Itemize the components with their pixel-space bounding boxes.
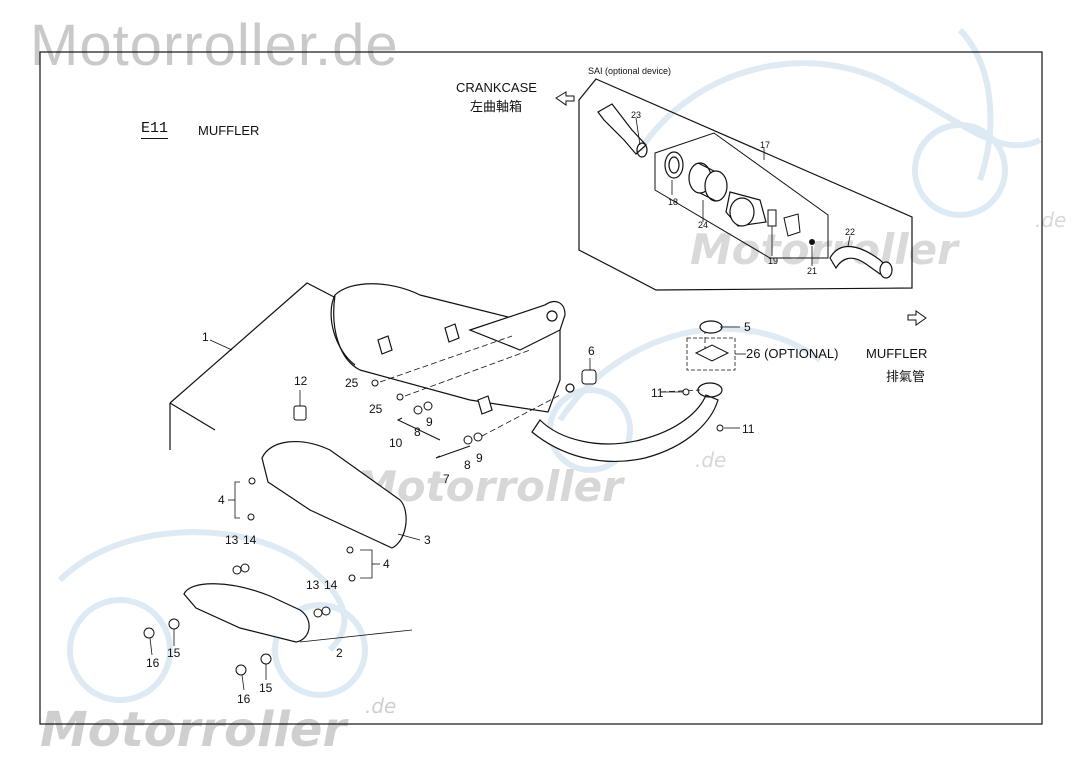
hose-23 — [597, 103, 648, 158]
hose-22 — [829, 245, 893, 279]
callout-19: 19 — [768, 256, 779, 266]
callout-8a: 8 — [414, 425, 421, 439]
callout-21: 21 — [807, 266, 818, 276]
sai-inner-box — [654, 132, 829, 259]
callout-11b: 11 — [742, 422, 755, 436]
callout-8b: 8 — [464, 458, 471, 472]
gasket-26 — [694, 344, 730, 362]
callout-7: 7 — [443, 472, 450, 486]
callout-9b: 9 — [476, 451, 483, 465]
callout-14b: 14 — [324, 578, 338, 592]
crankcase-label-en: CRANKCASE — [456, 80, 537, 95]
callout-25a: 25 — [345, 376, 359, 390]
sai-label: SAI (optional device) — [588, 66, 672, 76]
callout-12: 12 — [294, 374, 308, 388]
ring-18 — [664, 151, 684, 179]
cover-plate-2 — [183, 583, 310, 643]
hardware — [143, 369, 724, 676]
watermark-right: Motorroller — [690, 225, 958, 274]
watermark-right-suffix: .de — [1035, 208, 1067, 232]
callout-16b: 16 — [237, 692, 251, 706]
figure-code: E11 — [141, 120, 169, 139]
muffler-label-en: MUFFLER — [866, 346, 928, 361]
watermark-bottom: Motorroller — [40, 702, 347, 758]
watermark-middle-suffix: .de — [695, 448, 727, 472]
callout-15b: 15 — [259, 681, 273, 695]
callout-17: 17 — [760, 140, 771, 150]
callout-13b: 13 — [306, 578, 320, 592]
callout-4b: 4 — [383, 557, 390, 571]
figure-title: MUFFLER — [198, 123, 260, 138]
muffler-label-zh: 排氣管 — [886, 369, 926, 384]
callout-2: 2 — [336, 646, 343, 660]
sai-box — [578, 78, 913, 291]
arrow-to-muffler — [907, 310, 927, 326]
callout-16a: 16 — [146, 656, 160, 670]
callout-4a: 4 — [218, 493, 225, 507]
watermark-scooter-graphics — [57, 27, 1042, 703]
clip-19 — [767, 209, 777, 227]
callout-22: 22 — [845, 227, 856, 237]
bolt-21 — [809, 239, 815, 245]
callout-5: 5 — [744, 320, 751, 334]
callout-10: 10 — [389, 436, 403, 450]
callout-23: 23 — [631, 110, 642, 120]
valve-body — [725, 191, 767, 227]
callout-25b: 25 — [369, 402, 383, 416]
drawing-frame — [39, 51, 1043, 725]
muffler-assembly — [169, 282, 723, 462]
callout-1: 1 — [202, 330, 209, 344]
bracket-piece — [783, 213, 801, 237]
callout-18: 18 — [668, 197, 679, 207]
gasket-5 — [699, 320, 723, 334]
callout-14a: 14 — [243, 533, 257, 547]
arrow-to-crankcase — [555, 91, 575, 106]
crankcase-label-zh: 左曲軸箱 — [470, 99, 523, 114]
callout-15a: 15 — [167, 646, 181, 660]
optional-note: 26 (OPTIONAL) — [746, 346, 839, 361]
callout-9a: 9 — [426, 415, 433, 429]
callout-6: 6 — [588, 344, 595, 358]
callout-24: 24 — [698, 220, 709, 230]
heat-shield-3 — [261, 440, 407, 549]
callout-13a: 13 — [225, 533, 239, 547]
callout-3: 3 — [424, 533, 431, 547]
filter-24 — [688, 162, 728, 202]
callout-11a: 11 — [651, 386, 664, 400]
watermark-bottom-suffix: .de — [365, 694, 397, 718]
callout-leaders — [149, 117, 851, 691]
watermark-top: Motorroller.de — [30, 13, 399, 78]
